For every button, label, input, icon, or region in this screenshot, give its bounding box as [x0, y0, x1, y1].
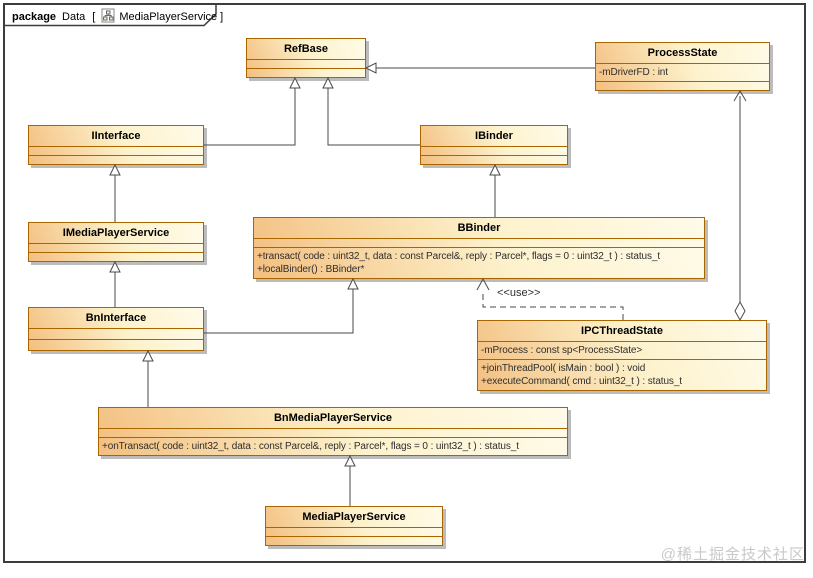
- operation: +onTransact( code : uint32_t, data : con…: [102, 441, 519, 452]
- class-ibinder[interactable]: IBinder: [420, 125, 568, 165]
- operations-compartment: [29, 252, 203, 261]
- attribute: -mProcess : const sp<ProcessState>: [481, 345, 643, 356]
- class-name: BBinder: [457, 222, 501, 234]
- class-name: IBinder: [475, 130, 513, 142]
- operations-compartment: [421, 155, 567, 164]
- operations-compartment: +transact( code : uint32_t, data : const…: [254, 247, 704, 278]
- class-refbase[interactable]: RefBase: [246, 38, 366, 78]
- class-name: BnInterface: [85, 312, 147, 324]
- package-keyword: package: [12, 11, 57, 23]
- class-bnmediaplayerservice[interactable]: BnMediaPlayerService +onTransact( code :…: [98, 407, 568, 456]
- attributes-compartment: [254, 238, 704, 247]
- operation: +executeCommand( cmd : uint32_t ) : stat…: [481, 376, 682, 387]
- open-bracket: [: [92, 11, 96, 23]
- attributes-compartment: [29, 243, 203, 252]
- package-tab[interactable]: package Data [ MediaPlayerService]: [12, 8, 226, 23]
- class-name: IPCThreadState: [581, 325, 663, 337]
- attributes-compartment: [29, 146, 203, 155]
- attribute: -mDriverFD : int: [599, 67, 668, 78]
- class-bninterface[interactable]: BnInterface: [28, 307, 204, 351]
- diagram-name: MediaPlayerService: [119, 11, 218, 23]
- class-name: IMediaPlayerService: [62, 227, 170, 239]
- operations-compartment: [29, 339, 203, 350]
- class-name: BnMediaPlayerService: [273, 412, 392, 424]
- class-name: ProcessState: [647, 47, 718, 59]
- attributes-compartment: [247, 59, 365, 68]
- close-bracket: ]: [220, 11, 224, 23]
- operations-compartment: +onTransact( code : uint32_t, data : con…: [99, 437, 567, 455]
- class-mediaplayerservice[interactable]: MediaPlayerService: [265, 506, 443, 546]
- class-ipcthreadstate[interactable]: IPCThreadState -mProcess : const sp<Proc…: [477, 320, 767, 391]
- operations-compartment: [266, 536, 442, 545]
- attributes-compartment: [99, 428, 567, 437]
- attributes-compartment: -mProcess : const sp<ProcessState>: [478, 341, 766, 359]
- attributes-compartment: -mDriverFD : int: [596, 63, 769, 81]
- operations-compartment: [596, 81, 769, 90]
- operation: +transact( code : uint32_t, data : const…: [257, 251, 660, 262]
- package-name: Data: [62, 11, 86, 23]
- attributes-compartment: [29, 328, 203, 339]
- operations-compartment: [29, 155, 203, 164]
- class-name: MediaPlayerService: [302, 511, 406, 523]
- attributes-compartment: [421, 146, 567, 155]
- use-stereotype-label: <<use>>: [497, 287, 541, 299]
- operation: +localBinder() : BBinder*: [257, 264, 365, 275]
- class-processstate[interactable]: ProcessState -mDriverFD : int: [595, 42, 770, 91]
- class-bbinder[interactable]: BBinder +transact( code : uint32_t, data…: [253, 217, 705, 279]
- class-iinterface[interactable]: IInterface: [28, 125, 204, 165]
- class-name: RefBase: [283, 43, 329, 55]
- operations-compartment: +joinThreadPool( isMain : bool ) : void …: [478, 359, 766, 390]
- class-diagram-icon: [98, 8, 119, 23]
- operations-compartment: [247, 68, 365, 77]
- attributes-compartment: [266, 527, 442, 536]
- class-imediaplayerservice[interactable]: IMediaPlayerService: [28, 222, 204, 262]
- class-name: IInterface: [91, 130, 141, 142]
- watermark: @稀土掘金技术社区: [660, 546, 805, 563]
- operation: +joinThreadPool( isMain : bool ) : void: [481, 363, 646, 374]
